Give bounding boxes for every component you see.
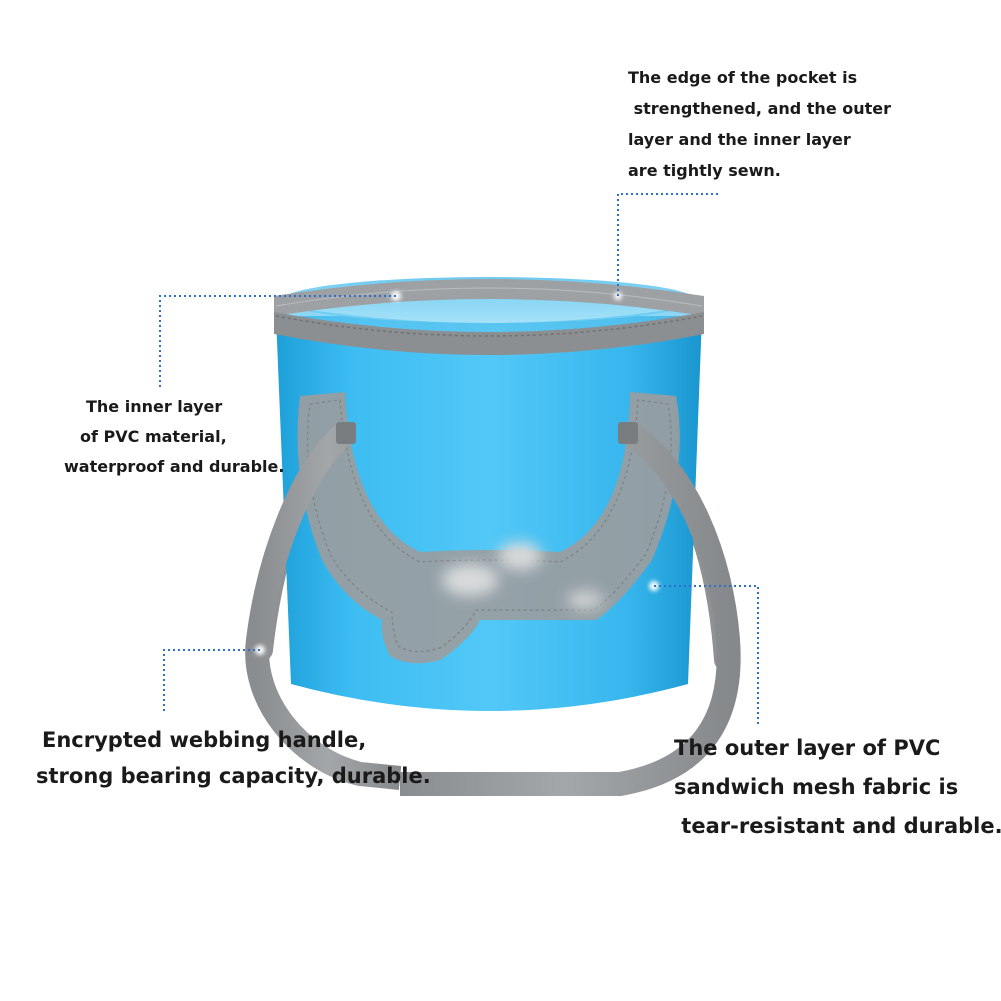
callout-line: The inner layer [86,397,223,416]
callout-outer-layer: The outer layer of PVC sandwich mesh fab… [674,738,1001,855]
callout-line: are tightly sewn. [628,161,781,180]
leader-lines [159,193,759,726]
callout-line: tear-resistant and durable. [674,814,1001,838]
callout-line: strengthened, and the outer [628,99,892,118]
callout-line: The outer layer of PVC [674,736,941,760]
blurred-logo [442,542,603,609]
callout-line: layer and the inner layer [628,130,851,149]
callout-line: The edge of the pocket is [628,68,858,87]
callout-rim-edge: The edge of the pocket is strengthened, … [628,70,891,194]
callout-line: of PVC material, [80,427,227,446]
callout-inner-layer: The inner layer of PVC material, waterpr… [64,399,284,489]
callout-line: Encrypted webbing handle, [42,728,367,752]
callout-line: sandwich mesh fabric is [674,775,959,799]
callout-line: strong bearing capacity, durable. [36,764,431,788]
handle-strap-front [245,421,741,796]
rim-trim [274,279,704,355]
leader-line-inner [159,295,396,388]
callout-line: waterproof and durable. [64,457,285,476]
leader-line-handle [163,649,260,712]
leader-line-rim [617,193,720,296]
callout-handle: Encrypted webbing handle, strong bearing… [36,730,431,802]
